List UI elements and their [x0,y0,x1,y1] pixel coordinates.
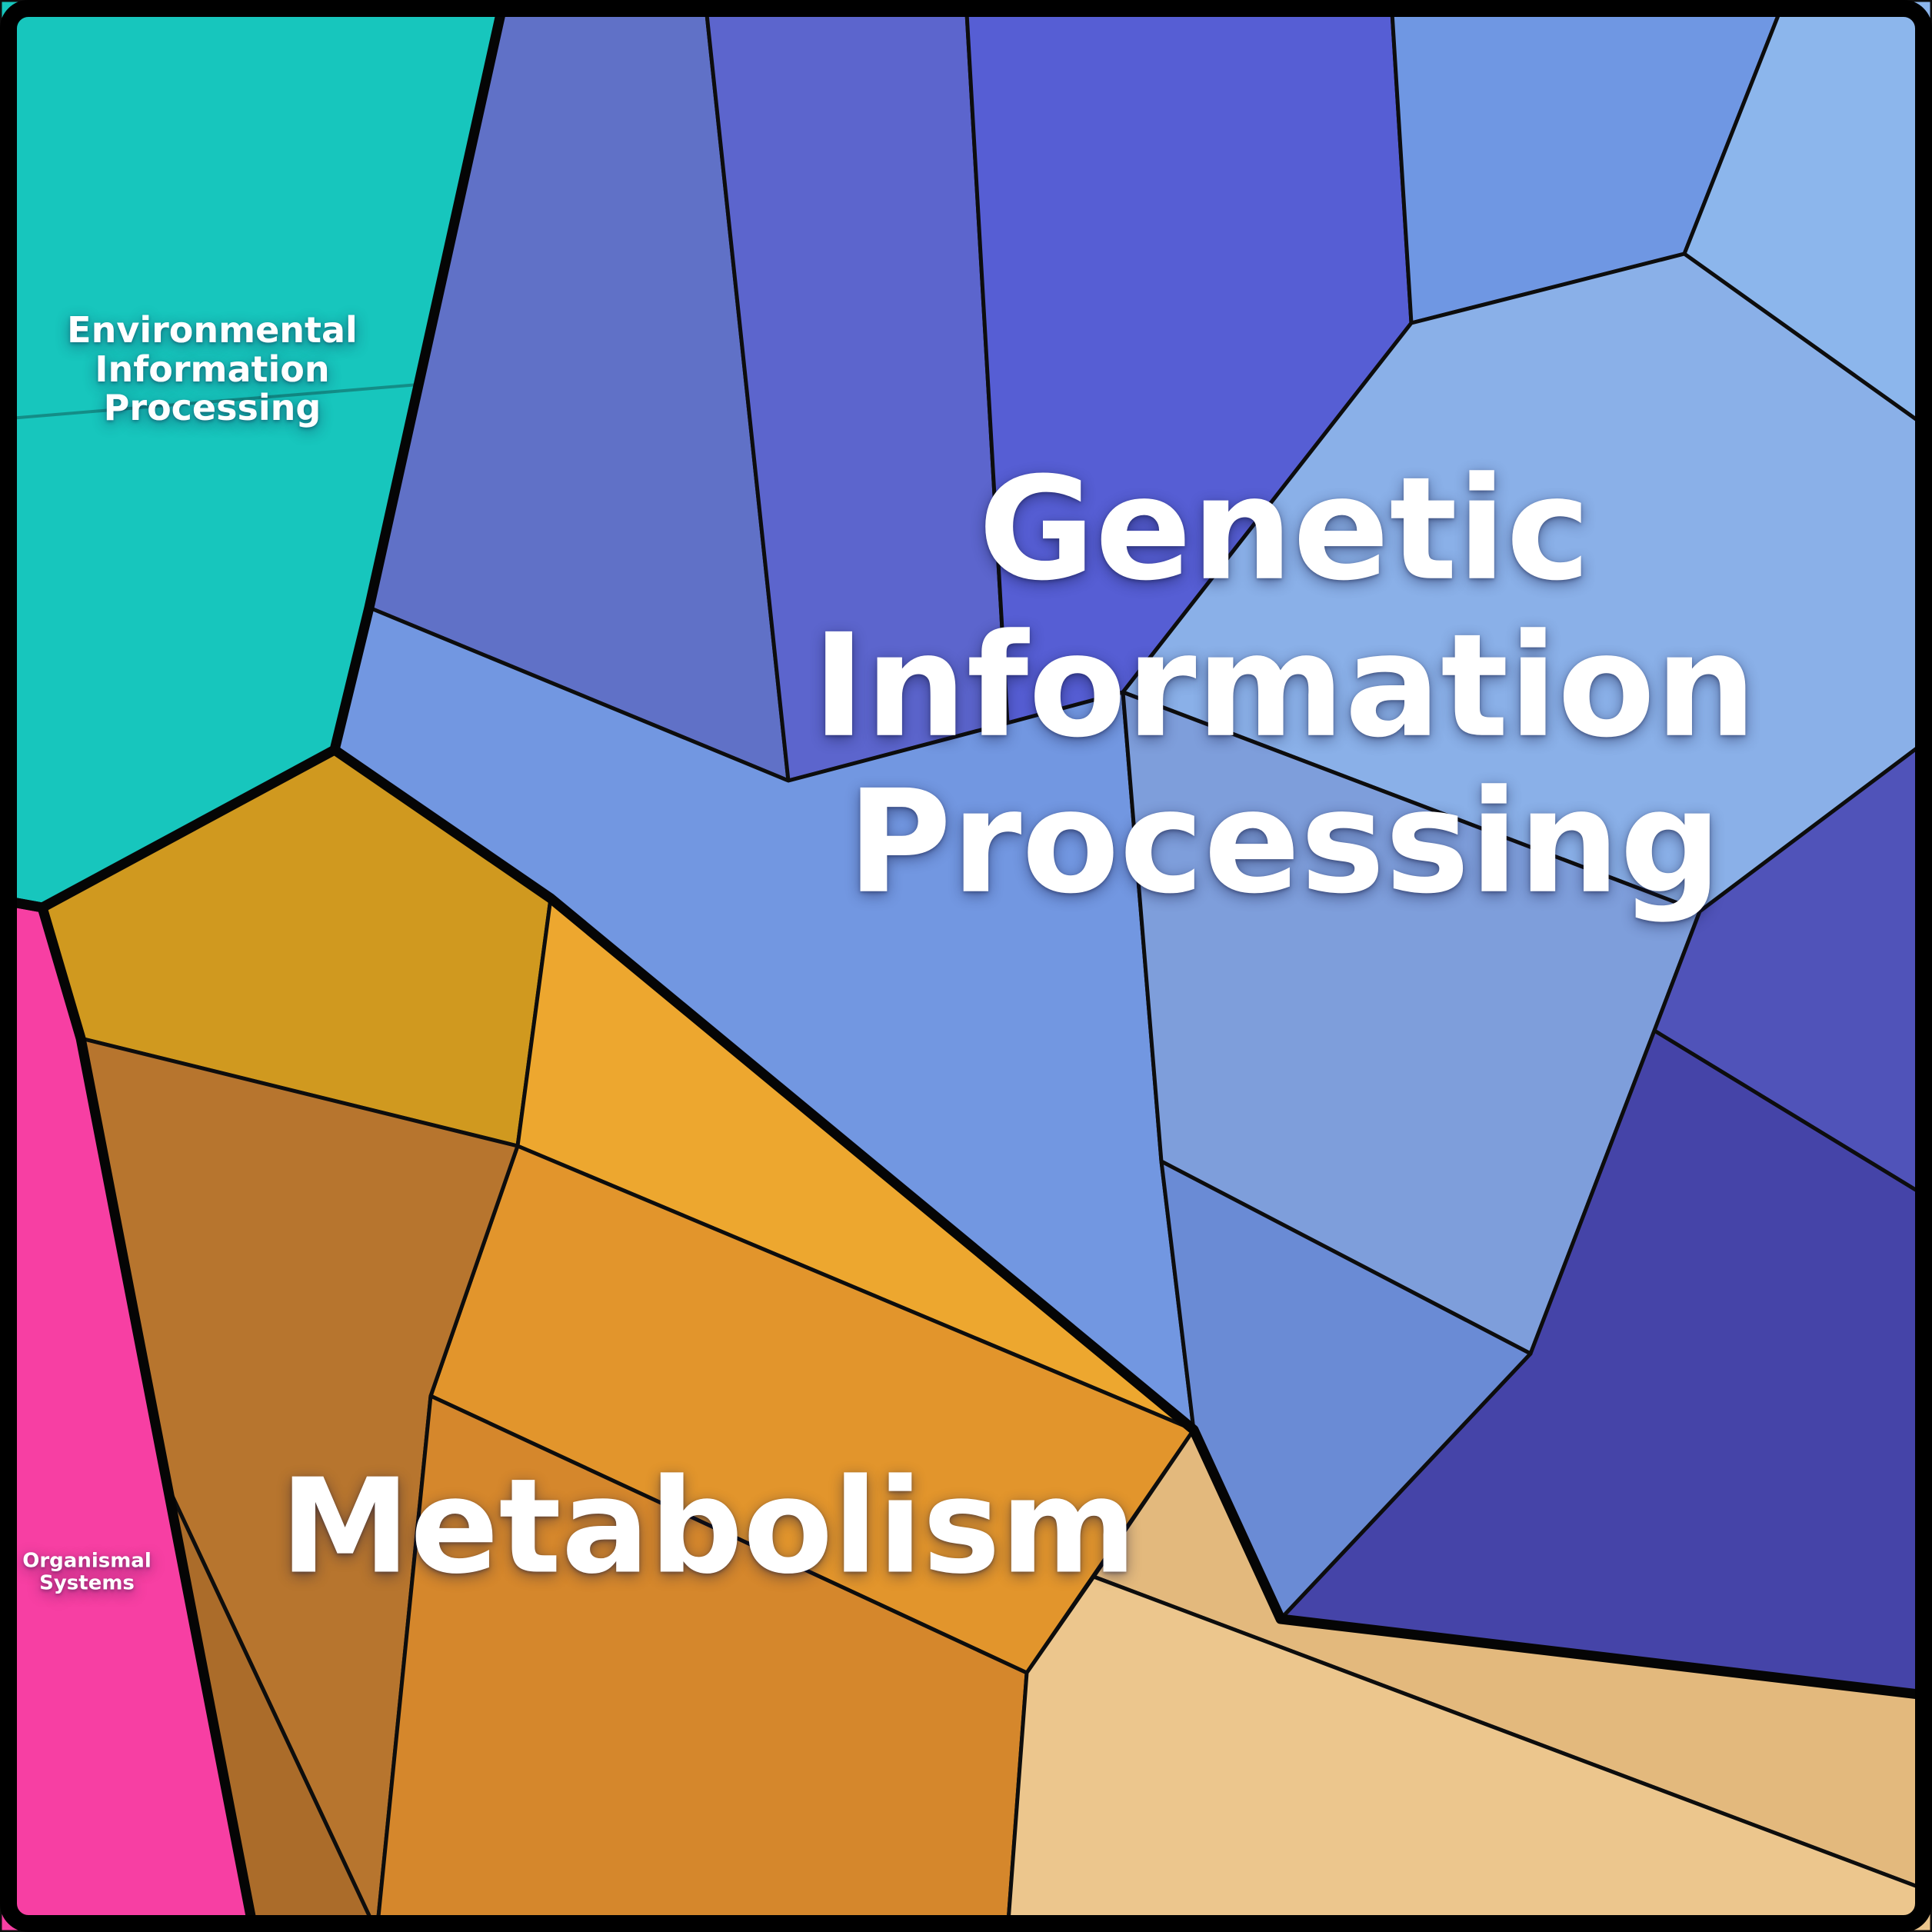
region-metabolism-bottom-orange[interactable] [375,1394,1029,1932]
group-border-metabolism-genetic-divide [329,744,1932,1701]
group-border-organismal-outline [0,894,259,1932]
region-genetic-dark-right-upper[interactable] [1652,734,1932,1202]
region-genetic-top-right-corner[interactable] [1682,0,1932,433]
environmental-inner-divider [0,383,419,421]
minor-dividers [0,383,419,421]
region-metabolism-tan-lower[interactable] [1005,1574,1932,1932]
